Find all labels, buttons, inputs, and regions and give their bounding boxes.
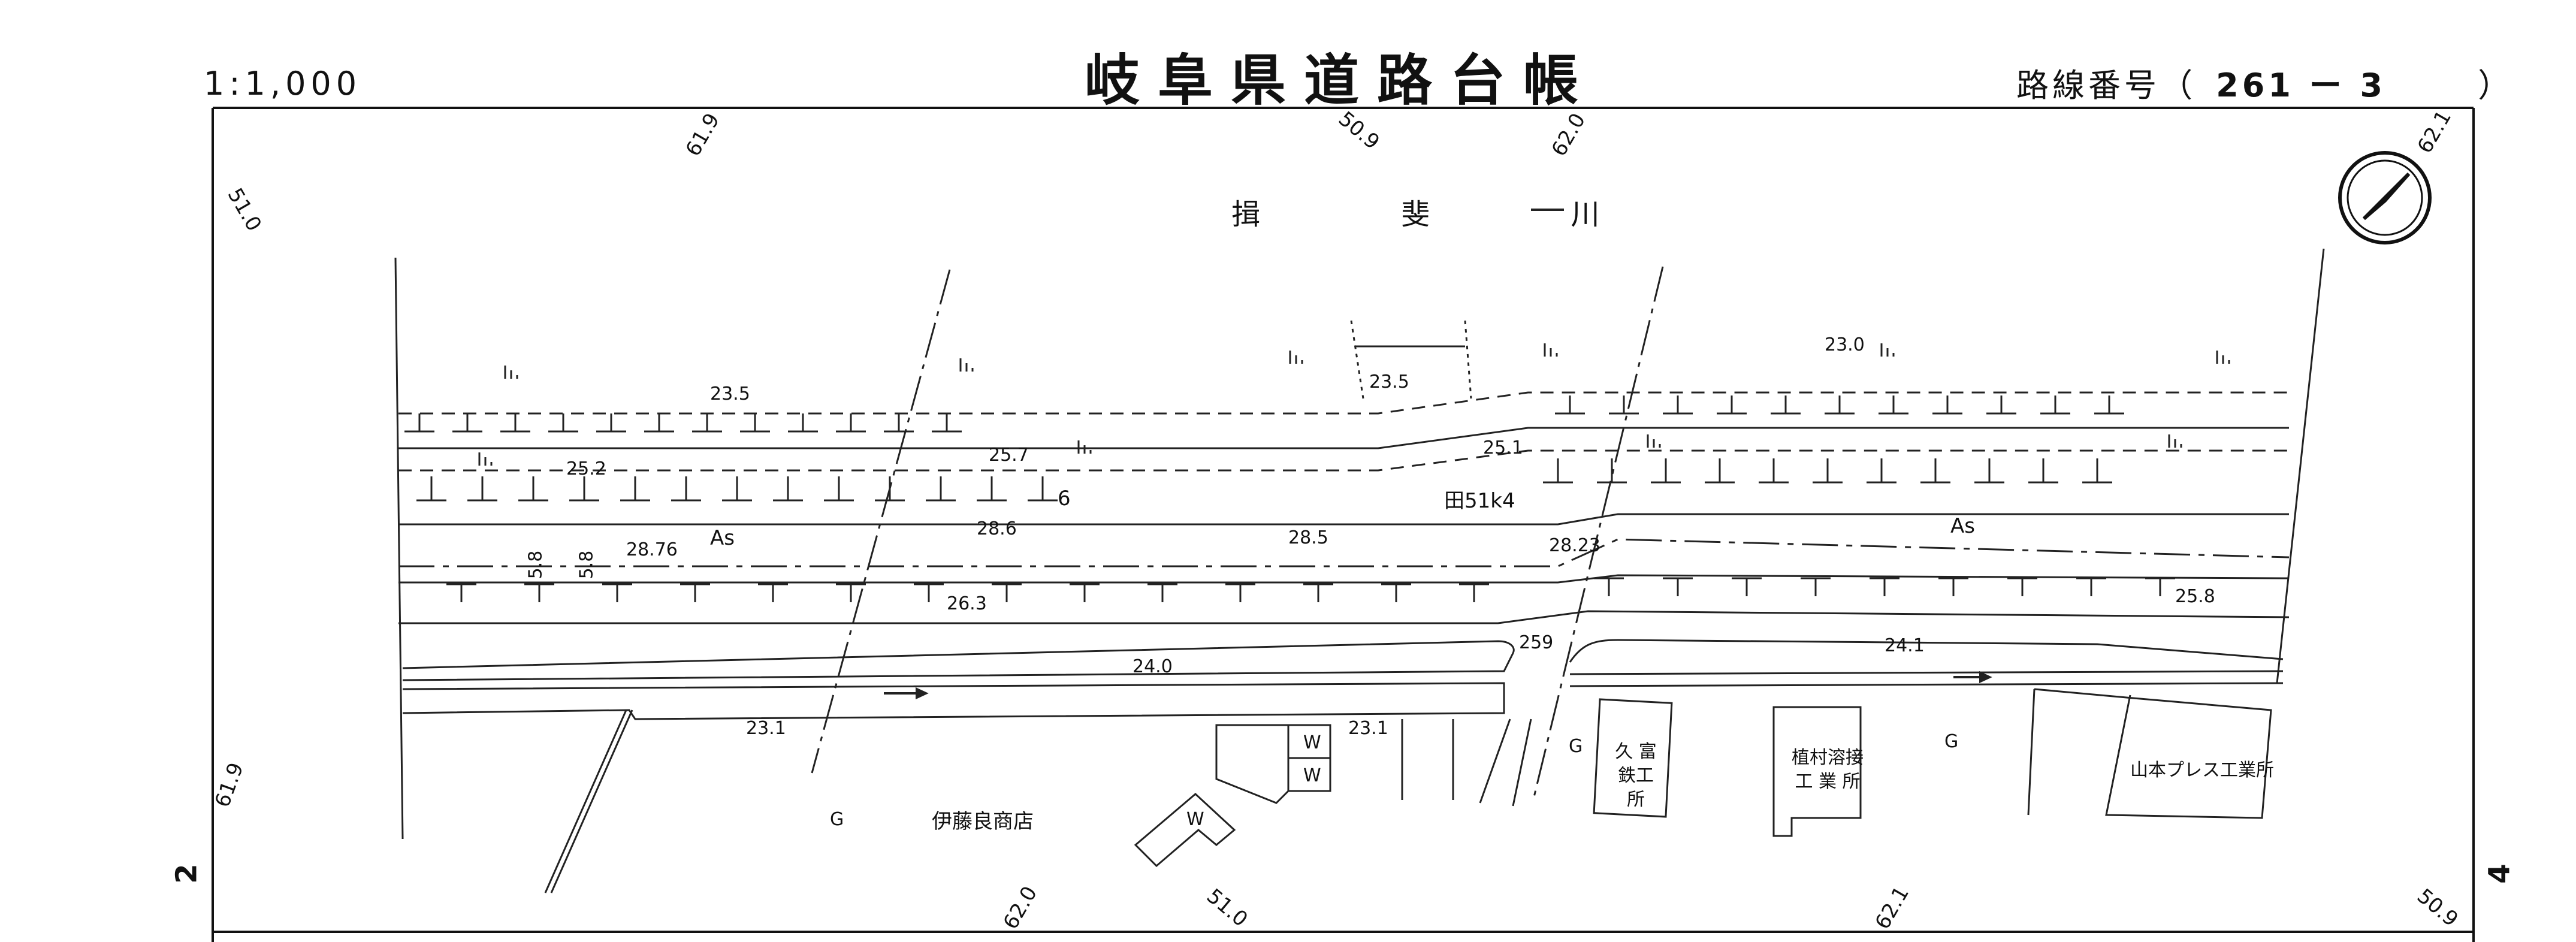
dike-upper-right: [1569, 639, 2284, 663]
route-label: 路線番号（: [2016, 67, 2196, 104]
bldg-kutomi-line1: 久 富: [1615, 741, 1657, 762]
levee-top-dashed: [398, 391, 2289, 415]
road-centerline: [398, 538, 2290, 567]
flow-arrow-right-head: [1979, 671, 1992, 684]
map-left-edge: [394, 257, 404, 840]
bldg-yamamoto: [2027, 688, 2272, 819]
elev-28-5: 28.5: [1288, 527, 1328, 548]
slope-ticks-4: [1543, 458, 2112, 484]
elev-23-0: 23.0: [1825, 334, 1865, 355]
dike-lower-right: [1569, 670, 2284, 675]
elev-26-3: 26.3: [947, 593, 987, 614]
road-edge-top: [398, 513, 2289, 526]
route-number-value: 261 ー 3: [2216, 67, 2387, 104]
elev-23-1b: 23.1: [1348, 718, 1388, 739]
bldg-yamamoto-label: 山本プレス工業所: [2130, 760, 2274, 781]
page-title: 岐阜県道路台帳: [1085, 48, 1597, 113]
elev-25-1: 25.1: [1483, 437, 1523, 458]
elev-23-5a: 23.5: [710, 384, 750, 404]
levee-line-2: [398, 427, 2289, 449]
elev-28-23: 28.23: [1549, 535, 1600, 556]
elev-25-8: 25.8: [2175, 586, 2215, 607]
dike-upper-left: [402, 640, 1515, 681]
elev-28-6: 28.6: [977, 518, 1017, 539]
slope-ticks-3: [416, 476, 1058, 502]
bldg-outline-1: [1215, 724, 1289, 804]
levee-line-3: [398, 449, 2289, 472]
bldg-kutomi-line2: 鉄工所: [1618, 765, 1654, 810]
map-right-edge: [2276, 248, 2325, 684]
elev-259: 259: [1519, 632, 1554, 653]
road-edge-bottom: [398, 574, 2290, 584]
bldg-kutomi: [1593, 698, 1673, 818]
bldg-w2-label: W: [1303, 765, 1321, 786]
river-name: 揖 斐 川: [1231, 198, 1666, 231]
surface-as-left: As: [710, 526, 735, 550]
route-close: ）: [2478, 67, 2514, 104]
width-a: 5.8: [525, 550, 546, 579]
bldg-w-3: [1134, 792, 1236, 868]
bldg-w3-label: W: [1186, 809, 1204, 830]
slope-bottom: [398, 610, 2290, 624]
ground-g3: G: [1944, 731, 1959, 752]
elev-25-7: 25.7: [989, 445, 1029, 466]
diag-line-a: [544, 709, 633, 893]
lane-number: 6: [1058, 487, 1071, 511]
slope-ticks-6: [1594, 577, 2175, 596]
boundary-line-right: [1533, 266, 1664, 798]
bldg-uemura-line1: 植村溶接: [1792, 747, 1864, 768]
route-number: 路線番号（ 261 ー 3 ）: [2016, 59, 2514, 106]
bldg-w1-label: W: [1303, 732, 1321, 753]
ground-g1: G: [830, 809, 844, 830]
slope-ticks-5: [446, 583, 1489, 602]
sheet-left-number: 2: [170, 864, 204, 884]
surface-as-right: As: [1950, 514, 1975, 538]
flow-arrow-left-head: [916, 687, 929, 700]
elev-24-0: 24.0: [1133, 656, 1173, 677]
dike-edge-right: [1569, 682, 2284, 687]
elev-23-5b: 23.5: [1369, 372, 1409, 393]
slope-ticks-1: [404, 413, 962, 433]
elev-28-76: 28.76: [626, 539, 678, 560]
bldg-kutomi-label: 久 富 鉄工所: [1615, 740, 1657, 812]
north-arrow-icon: [2338, 151, 2432, 244]
bldg-ito-label: 伊藤良商店: [932, 810, 1034, 834]
ground-g2: G: [1569, 736, 1583, 757]
elev-24-1: 24.1: [1885, 635, 1925, 656]
dike-lower-left: [402, 682, 1505, 720]
bldg-uemura-line2: 工 業 所: [1795, 771, 1861, 792]
bldg-uemura: [1772, 706, 1862, 837]
scale-label: 1:1,000: [204, 65, 362, 102]
elev-23-1a: 23.1: [746, 718, 786, 739]
boundary-line-left: [811, 269, 951, 774]
fence-2: [1479, 718, 1532, 807]
bldg-uemura-label: 植村溶接 工 業 所: [1789, 746, 1867, 794]
slope-ticks-2: [1555, 395, 2124, 415]
width-b: 5.8: [576, 550, 597, 579]
fence-1: [1401, 719, 1454, 800]
kilo-post: 田51k4: [1444, 489, 1515, 513]
elev-25-2: 25.2: [566, 458, 606, 479]
sheet-right-number: 4: [2483, 864, 2517, 884]
veg-marks: [478, 343, 2230, 466]
